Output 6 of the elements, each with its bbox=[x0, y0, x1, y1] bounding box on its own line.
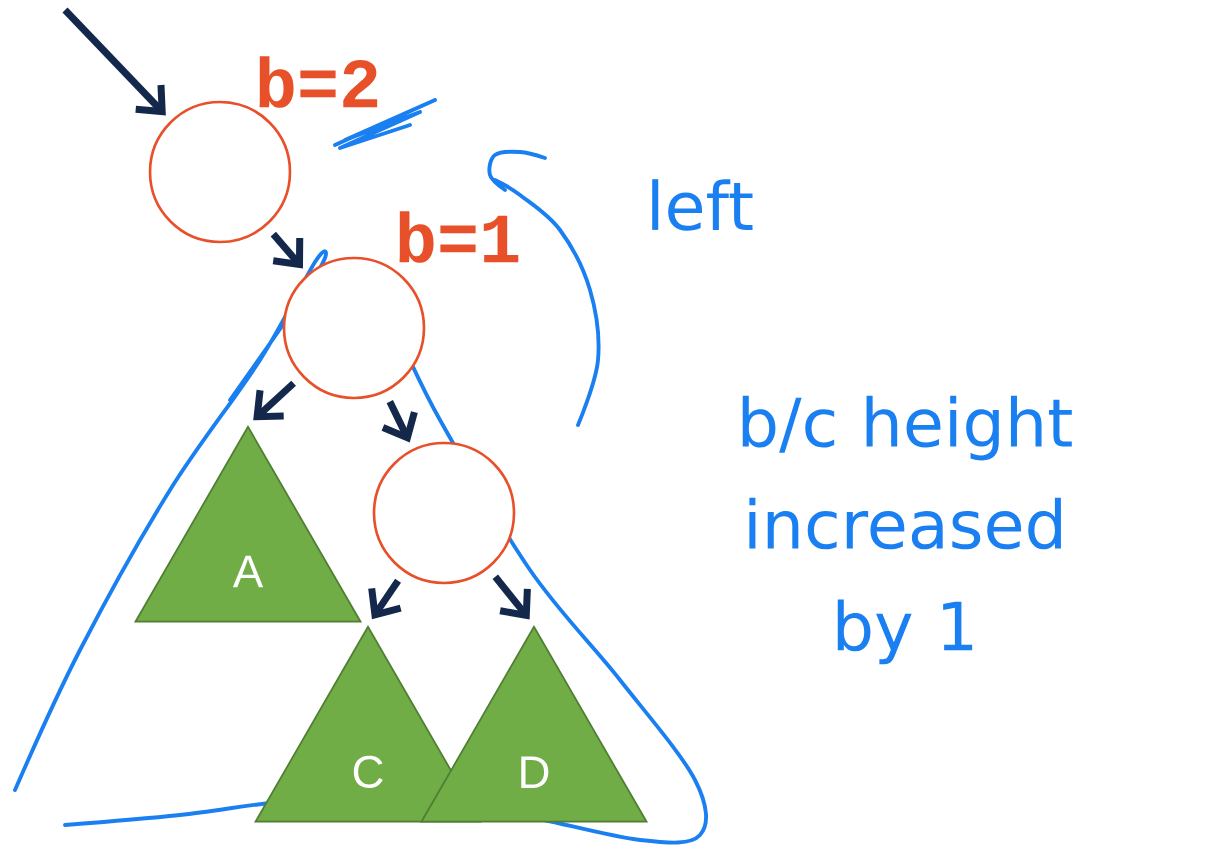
handwritten-note: b/c height increased by 1 bbox=[742, 395, 1072, 665]
circle-node bbox=[372, 441, 516, 585]
balance-label: b=2 bbox=[259, 56, 378, 108]
balance-label: b=1 bbox=[399, 211, 519, 263]
handwritten-note: left bbox=[652, 179, 753, 231]
arrow bbox=[62, 7, 166, 116]
